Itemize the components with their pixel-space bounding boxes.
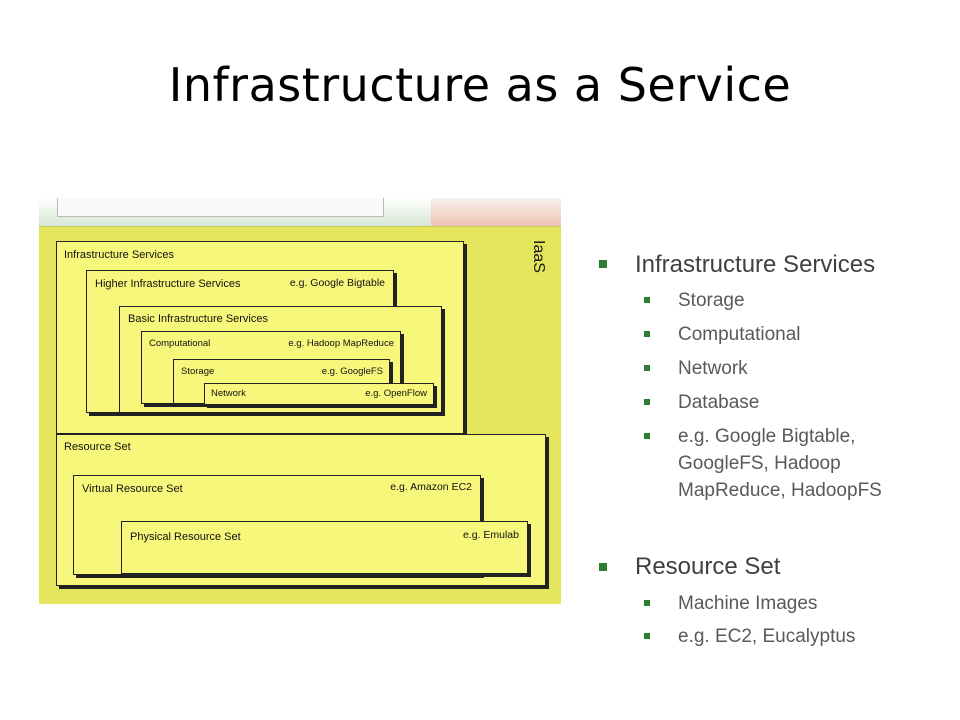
- bullet-marker: [644, 633, 650, 639]
- physical-resource-set-example: e.g. Emulab: [462, 529, 519, 541]
- bullet-marker: [644, 600, 650, 606]
- bullet-example-line: e.g. Google Bigtable,: [678, 426, 856, 447]
- infrastructure-services-label: Infrastructure Services: [64, 249, 175, 261]
- bullet-marker: [599, 563, 607, 571]
- storage-example: e.g. GoogleFS: [321, 366, 383, 377]
- bullet-item: Computational: [678, 324, 801, 345]
- bullet-example-line: MapReduce, HadoopFS: [678, 480, 882, 501]
- bullet-marker: [644, 433, 650, 439]
- upper-layer-strip-right: [431, 198, 561, 226]
- network-box: Network e.g. OpenFlow: [204, 383, 434, 405]
- resource-set-label: Resource Set: [64, 441, 131, 453]
- bullet-marker: [644, 365, 650, 371]
- upper-layer-box: [57, 198, 384, 217]
- bullet-item: Machine Images: [678, 593, 818, 614]
- bullet-heading-infrastructure: Infrastructure Services: [635, 251, 876, 278]
- virtual-resource-set-example: e.g. Amazon EC2: [390, 481, 472, 493]
- higher-infrastructure-example: e.g. Google Bigtable: [289, 277, 385, 289]
- bullet-marker: [599, 260, 607, 268]
- physical-resource-set-label: Physical Resource Set: [130, 531, 241, 543]
- physical-resource-set-box: Physical Resource Set e.g. Emulab: [121, 521, 528, 574]
- bullet-item: Storage: [678, 290, 745, 311]
- iaas-diagram: IaaS Infrastructure Services Higher Infr…: [39, 198, 561, 604]
- bullet-marker: [644, 399, 650, 405]
- network-label: Network: [211, 388, 246, 399]
- bullet-item: e.g. EC2, Eucalyptus: [678, 626, 856, 647]
- network-example: e.g. OpenFlow: [365, 388, 427, 399]
- bullet-heading-resource-set: Resource Set: [635, 553, 781, 580]
- iaas-layer-label: IaaS: [530, 240, 547, 273]
- bullet-example-line: GoogleFS, Hadoop: [678, 453, 841, 474]
- virtual-resource-set-label: Virtual Resource Set: [82, 483, 183, 495]
- storage-label: Storage: [181, 366, 215, 377]
- bullet-marker: [644, 297, 650, 303]
- bullet-item: Database: [678, 392, 760, 413]
- upper-layer-strip: [39, 198, 431, 226]
- higher-infrastructure-label: Higher Infrastructure Services: [95, 278, 241, 290]
- bullet-marker: [644, 331, 650, 337]
- computational-label: Computational: [149, 338, 211, 349]
- computational-example: e.g. Hadoop MapReduce: [288, 338, 394, 349]
- page-title: Infrastructure as a Service: [168, 58, 792, 112]
- bullet-item: Network: [678, 358, 748, 379]
- basic-infrastructure-label: Basic Infrastructure Services: [128, 313, 268, 325]
